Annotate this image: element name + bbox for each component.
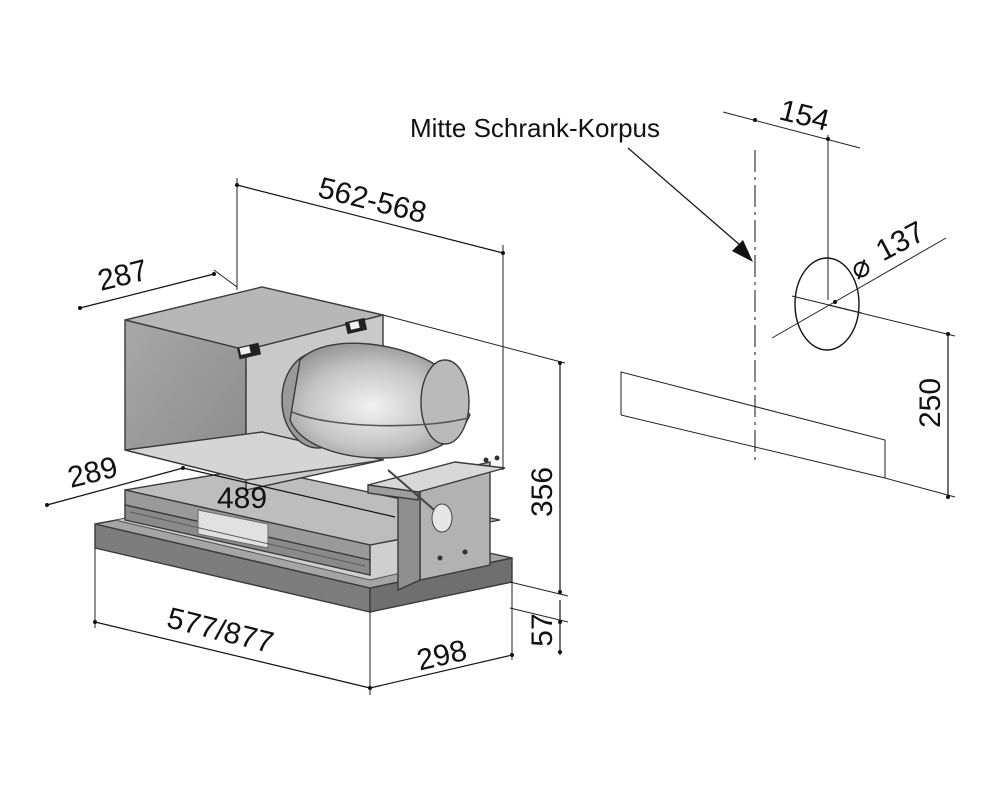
duct-outlet-circle [794, 257, 860, 351]
dimension-lines-hood [45, 178, 569, 695]
exhaust-duct [281, 342, 471, 459]
dim-137: 137 [871, 215, 931, 268]
dim-489: 489 [217, 482, 267, 515]
dim-57: 57 [526, 613, 559, 646]
dimension-labels-detail: Mitte Schrank-Korpus 154 ⌀ 137 250 [410, 94, 947, 428]
dim-562-568: 562-568 [315, 171, 430, 230]
leader-arrow-icon [732, 240, 753, 262]
hood-illustration [94, 286, 513, 613]
dim-289: 289 [64, 451, 121, 495]
dim-287: 287 [94, 254, 151, 298]
dim-298: 298 [414, 634, 470, 677]
cabinet-center-label: Mitte Schrank-Korpus [410, 113, 660, 143]
duct-position-detail [620, 111, 956, 499]
dim-577-877: 577/877 [164, 602, 277, 660]
side-bracket [367, 455, 506, 592]
dim-154: 154 [776, 94, 833, 138]
dim-356: 356 [526, 467, 559, 517]
dim-250: 250 [914, 378, 947, 428]
